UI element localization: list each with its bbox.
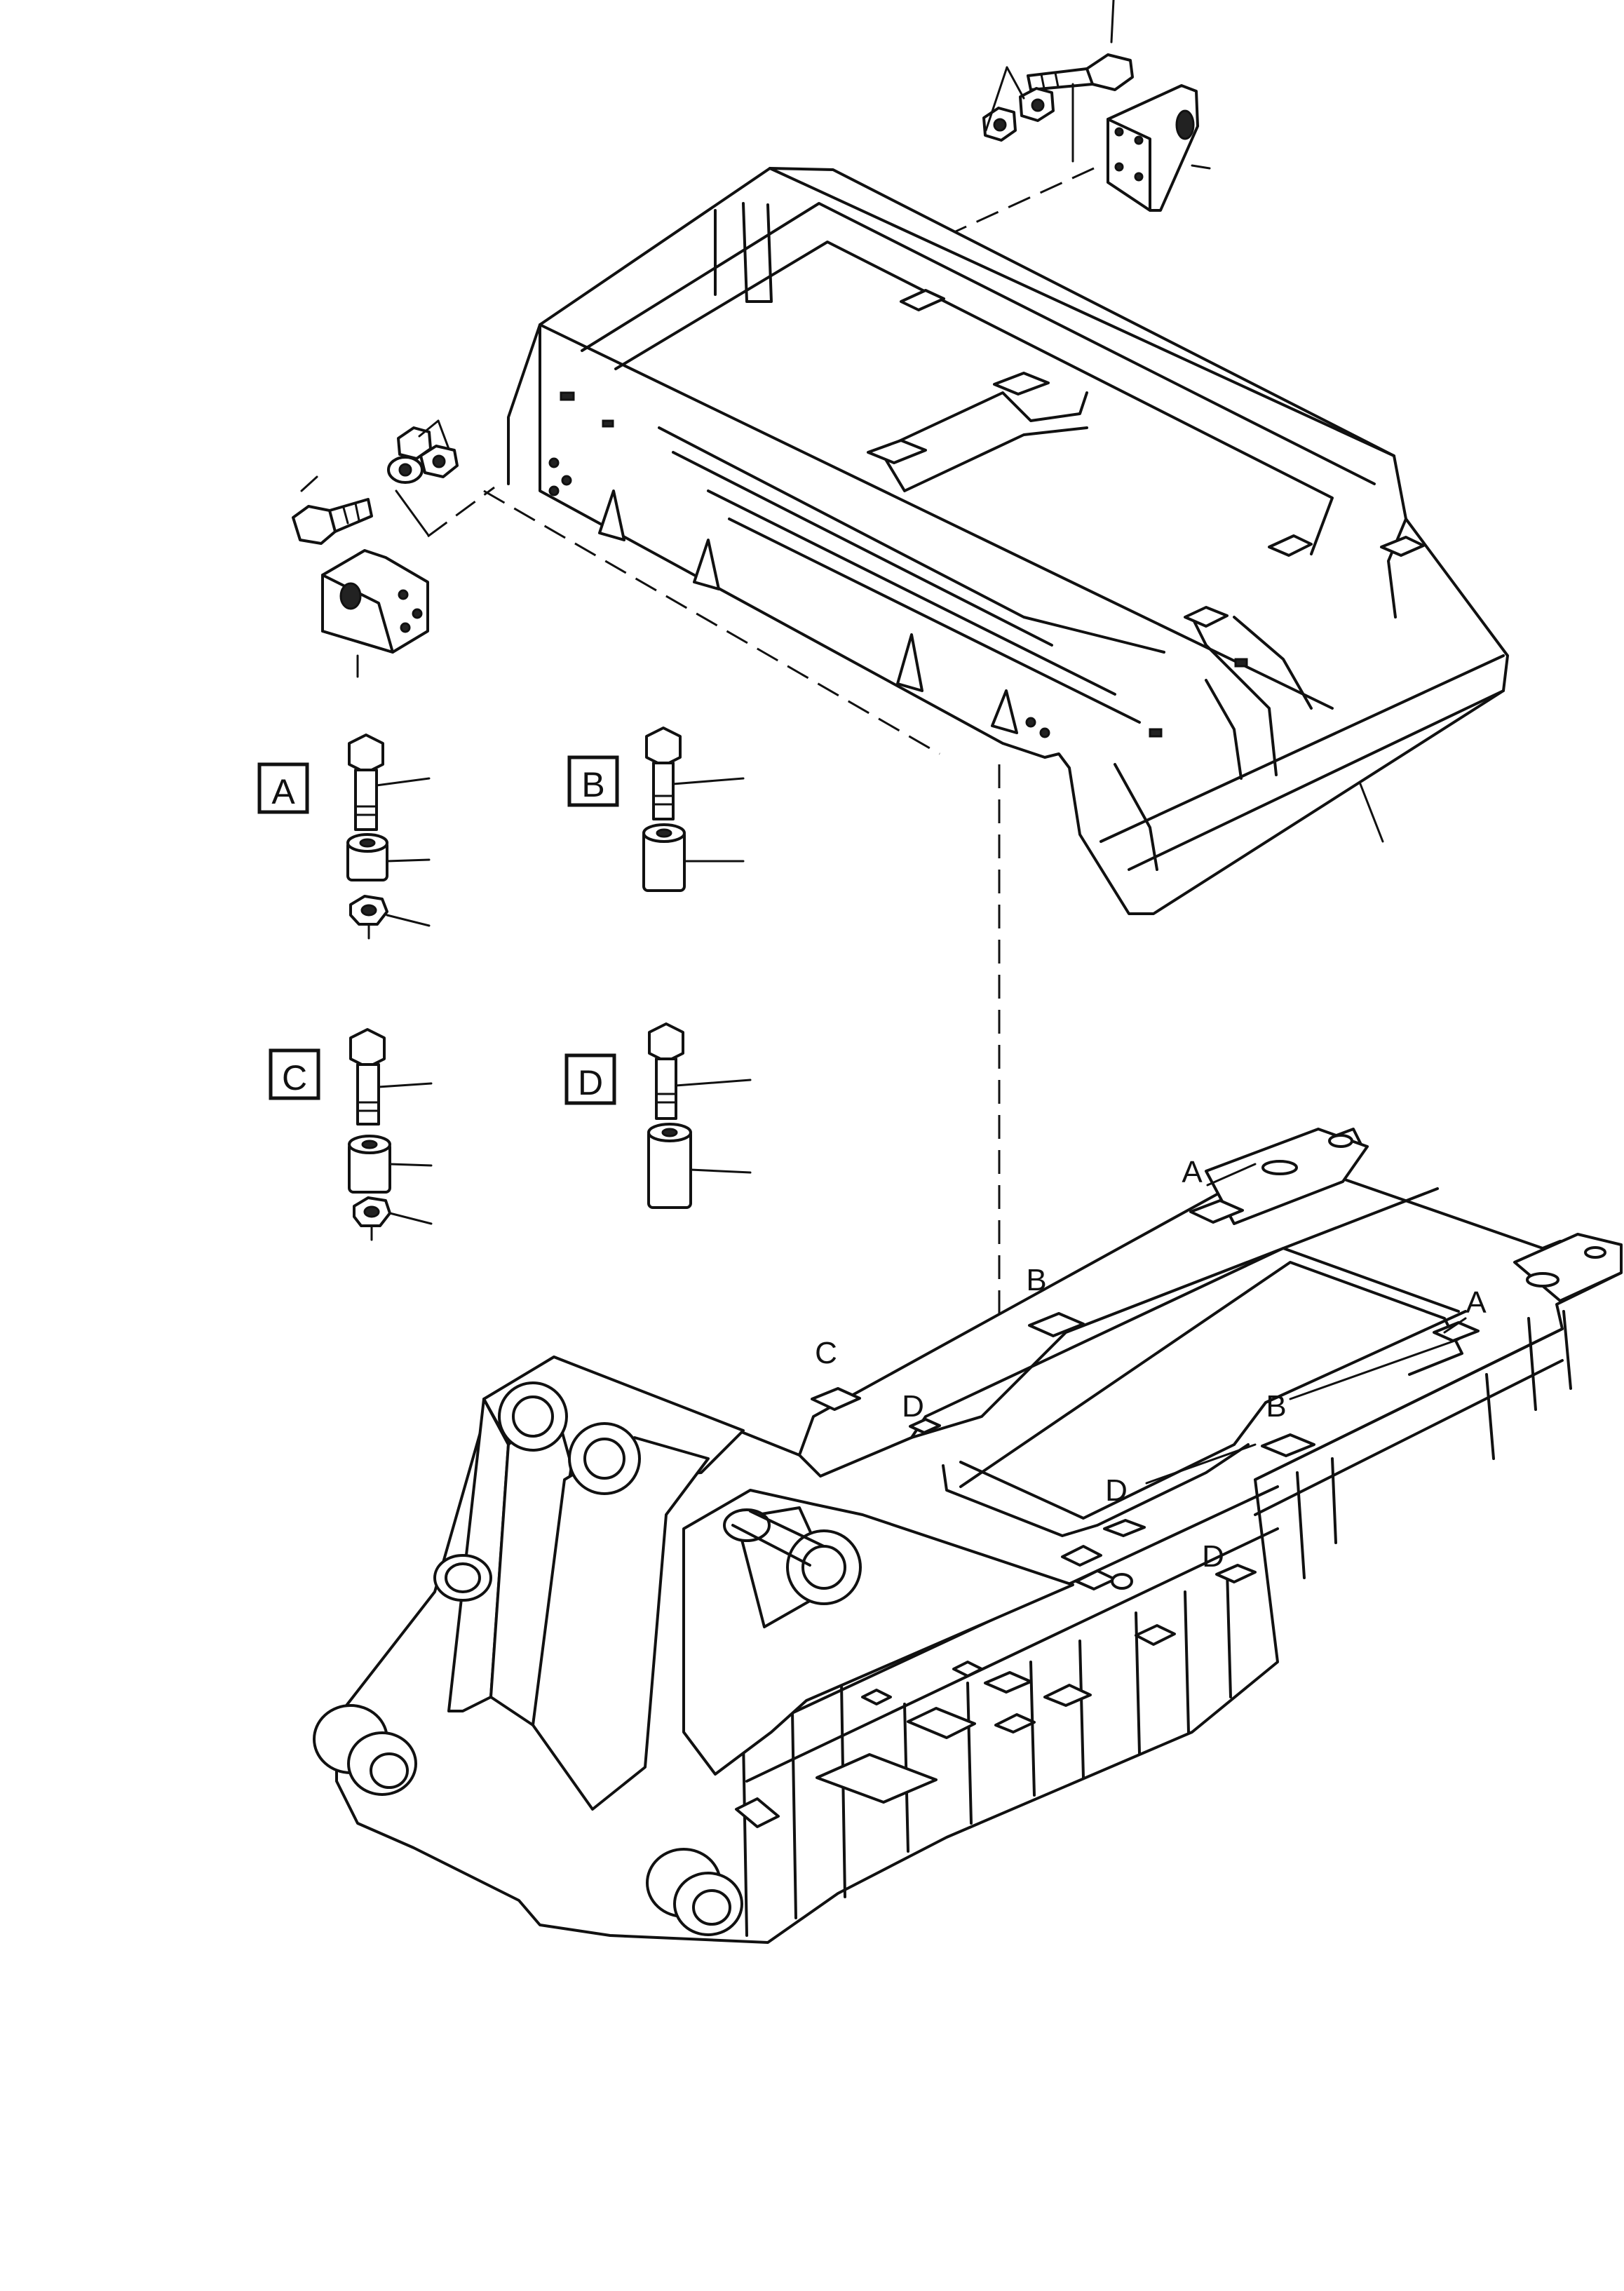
pad-a-right xyxy=(1433,1321,1480,1342)
detail-d-tall-spacer xyxy=(647,1123,752,1209)
detail-b-box xyxy=(567,755,619,807)
detail-c-spacer xyxy=(348,1135,433,1194)
detail-c: C xyxy=(269,1028,433,1241)
pad-c xyxy=(811,1387,861,1411)
pad-label-b-upper: B xyxy=(1026,1263,1046,1297)
lower-chassis-frame xyxy=(313,1128,1623,1944)
pad-label-d-left: D xyxy=(902,1389,924,1424)
upper-frame xyxy=(507,167,1509,915)
pad-label-d-center: D xyxy=(1105,1473,1128,1508)
left-nuts xyxy=(387,419,459,536)
detail-d-bolt xyxy=(648,1022,752,1120)
detail-b-tall-spacer xyxy=(642,823,745,892)
left-bracket xyxy=(321,549,429,678)
pad-a-upper xyxy=(1189,1199,1244,1224)
detail-a-box xyxy=(257,762,309,814)
pad-label-b-right: B xyxy=(1266,1389,1286,1424)
top-right-mounting-hardware xyxy=(932,0,1211,243)
detail-d: D xyxy=(564,1022,752,1209)
pad-label-d-right: D xyxy=(1202,1539,1224,1574)
left-mounting-hardware xyxy=(292,419,940,755)
detail-c-box xyxy=(269,1048,320,1100)
detail-d-box xyxy=(564,1053,616,1105)
top-right-bolt xyxy=(1027,0,1134,91)
detail-c-bolt xyxy=(349,1028,433,1126)
detail-a-nut xyxy=(349,895,431,940)
pad-b-right xyxy=(1261,1433,1315,1457)
pad-d-right xyxy=(1215,1564,1257,1583)
detail-a: A xyxy=(257,734,431,940)
pad-label-a-upper: A xyxy=(1182,1155,1203,1189)
detail-b-letter: B xyxy=(581,765,604,804)
pad-b-upper xyxy=(1028,1312,1085,1337)
top-right-nuts xyxy=(982,66,1055,142)
pad-d-left xyxy=(909,1418,941,1434)
left-bolt xyxy=(292,475,373,545)
pad-d-center xyxy=(1103,1519,1146,1537)
pad-label-a-right: A xyxy=(1466,1285,1487,1320)
alignment-arrow xyxy=(993,764,1006,1395)
detail-c-nut xyxy=(353,1196,433,1241)
top-right-bracket xyxy=(1071,83,1211,212)
detail-a-letter: A xyxy=(271,772,295,811)
pad-label-c: C xyxy=(815,1336,837,1370)
detail-d-letter: D xyxy=(578,1063,603,1102)
pad-labels: A A B B C D D D xyxy=(815,1155,1487,1574)
detail-a-bolt xyxy=(348,734,431,831)
detail-a-spacer xyxy=(346,833,431,881)
detail-b-bolt xyxy=(645,727,745,820)
detail-c-letter: C xyxy=(282,1058,307,1097)
detail-b: B xyxy=(567,727,745,892)
